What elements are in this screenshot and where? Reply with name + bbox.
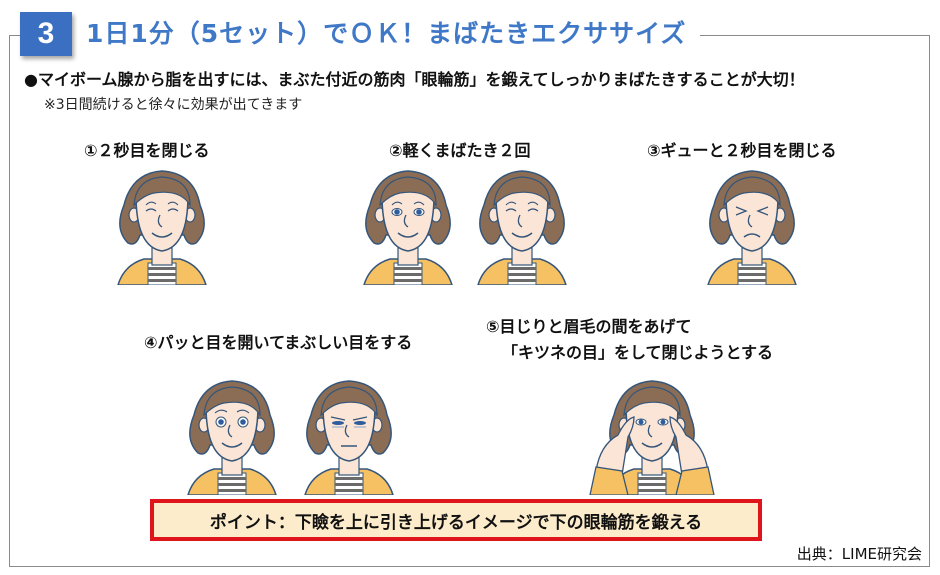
face-squint-dazzled-icon bbox=[304, 380, 394, 495]
lead-text: ●マイボーム腺から脂を出すには、まぶた付近の筋肉「眼輪筋」を鍛えてしっかりまばた… bbox=[24, 70, 805, 89]
step-4-label: ④パッと目を開いてまぶしい目をする bbox=[144, 333, 413, 352]
step-2-label: ②軽くまばたき２回 bbox=[389, 141, 531, 160]
step-5-label-line1: ⑤目じりと眉毛の間をあげて bbox=[486, 317, 692, 336]
note-text: ※3日間続けると徐々に効果が出てきます bbox=[44, 97, 303, 113]
content-frame bbox=[9, 35, 930, 567]
face-eyes-wide-icon bbox=[187, 380, 277, 495]
point-callout: ポイント：下瞼を上に引き上げるイメージで下の眼輪筋を鍛える bbox=[150, 499, 762, 541]
face-eyes-closed-icon bbox=[117, 170, 207, 285]
step-1-label: ①２秒目を閉じる bbox=[84, 141, 210, 160]
section-number-badge: 3 bbox=[20, 12, 72, 56]
point-text: ポイント：下瞼を上に引き上げるイメージで下の眼輪筋を鍛える bbox=[209, 512, 703, 533]
face-eyes-open-icon bbox=[363, 170, 453, 285]
face-fox-eyes-icon bbox=[589, 380, 715, 495]
page-title: 1日1分（5セット）でＯＫ！まばたきエクササイズ bbox=[86, 14, 697, 50]
source-credit: 出典：LIME研究会 bbox=[796, 545, 922, 563]
step-3-label: ③ギューと２秒目を閉じる bbox=[647, 141, 837, 160]
frame-divider bbox=[700, 35, 930, 36]
step-5-label-line2: 「キツネの目」をして閉じようとする bbox=[502, 343, 774, 362]
face-eyes-closed-icon bbox=[477, 170, 567, 285]
face-eyes-squeezed-icon bbox=[707, 170, 797, 285]
